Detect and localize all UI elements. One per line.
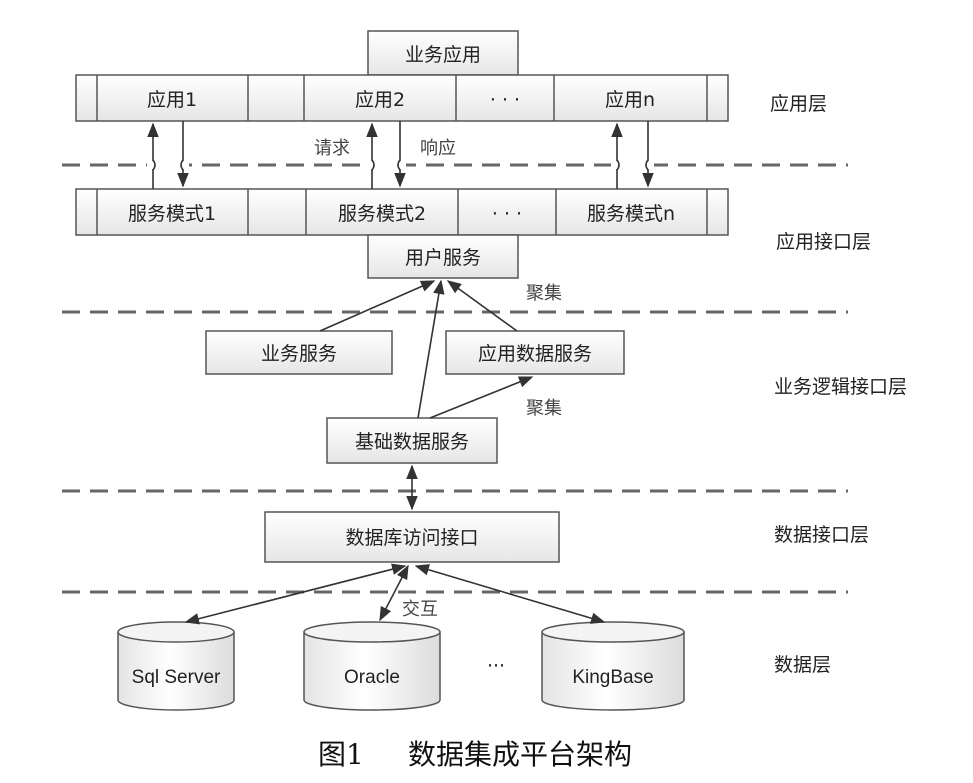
business-service-box: 业务服务: [205, 330, 393, 375]
arrow-db-oracle: [379, 564, 409, 622]
application-row: 应用1 应用2 · · · 应用n: [75, 74, 729, 122]
appn-label: 应用n: [605, 89, 655, 111]
app-data-service-box: 应用数据服务: [445, 330, 625, 375]
layer-business-logic-label: 业务逻辑接口层: [774, 376, 907, 398]
layer-app-interface-label: 应用接口层: [776, 231, 871, 253]
arrow-crossings: [147, 161, 654, 169]
arrow-appdata-to-user: [446, 280, 518, 332]
aggregate-top-label: 聚集: [526, 283, 562, 304]
app-ellipsis: · · ·: [490, 89, 520, 111]
database-kingbase: KingBase: [541, 621, 685, 711]
arrow-base-to-user: [417, 279, 445, 419]
database-oracle: Oracle: [303, 621, 441, 711]
layer-application-label: 应用层: [770, 93, 827, 115]
user-service-label: 用户服务: [405, 247, 481, 269]
kingbase-label: KingBase: [572, 667, 653, 688]
database-sqlserver: Sql Server: [117, 621, 235, 711]
svc-mode2-label: 服务模式2: [338, 203, 426, 225]
sqlserver-label: Sql Server: [132, 667, 221, 688]
svc-mode1-label: 服务模式1: [128, 203, 216, 225]
base-data-service-box: 基础数据服务: [326, 417, 498, 464]
base-data-service-label: 基础数据服务: [355, 431, 469, 453]
app1-label: 应用1: [147, 89, 197, 111]
figure-caption-number: 图1: [318, 738, 364, 771]
arrows: [147, 121, 654, 625]
arrow-base-to-appdata: [429, 376, 534, 419]
interact-label: 交互: [402, 599, 438, 620]
svc-ellipsis: · · ·: [492, 203, 522, 225]
oracle-label: Oracle: [344, 667, 400, 688]
db-access-box: 数据库访问接口: [264, 511, 560, 563]
business-service-label: 业务服务: [261, 343, 337, 365]
business-app-label: 业务应用: [405, 44, 481, 66]
business-app-box: 业务应用: [367, 30, 519, 76]
response-label: 响应: [420, 138, 456, 159]
service-mode-row: 服务模式1 服务模式2 · · · 服务模式n: [75, 188, 729, 236]
app-data-service-label: 应用数据服务: [478, 343, 592, 365]
request-label: 请求: [314, 138, 350, 159]
arrow-db-kingbase: [414, 564, 606, 624]
arrow-db-sqlserver: [184, 563, 407, 625]
db-access-label: 数据库访问接口: [345, 527, 478, 549]
svc-moden-label: 服务模式n: [587, 203, 675, 225]
arrow-overdraw: [152, 159, 649, 171]
figure-caption-title: 数据集成平台架构: [408, 738, 632, 771]
layer-data-interface-label: 数据接口层: [774, 524, 869, 546]
database-ellipsis: ···: [487, 655, 505, 677]
arrow-business-to-user: [319, 280, 436, 332]
app2-label: 应用2: [355, 89, 405, 111]
user-service-box: 用户服务: [367, 234, 519, 279]
aggregate-mid-label: 聚集: [526, 398, 562, 419]
layer-data-label: 数据层: [774, 654, 831, 676]
